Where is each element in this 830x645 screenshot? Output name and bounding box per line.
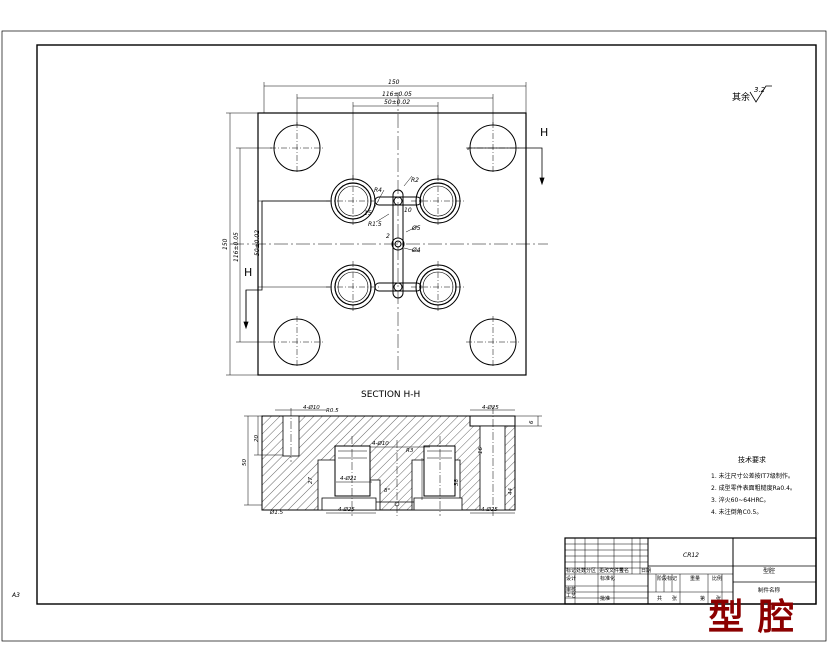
roughness-symbol: 其余 3.2 bbox=[732, 85, 772, 103]
svg-text:设计: 设计 bbox=[566, 575, 576, 582]
svg-text:R3: R3 bbox=[406, 448, 414, 454]
svg-text:重量: 重量 bbox=[690, 575, 700, 582]
svg-text:4. 未注倒角C0.5。: 4. 未注倒角C0.5。 bbox=[711, 508, 762, 516]
svg-text:张: 张 bbox=[672, 595, 677, 602]
svg-text:16: 16 bbox=[478, 447, 484, 454]
svg-text:8°: 8° bbox=[384, 488, 390, 494]
svg-text:4-Ø25: 4-Ø25 bbox=[481, 506, 498, 513]
svg-text:分区: 分区 bbox=[586, 567, 596, 574]
svg-text:型腔: 型腔 bbox=[763, 567, 775, 575]
title-block-text: 标记 处数 分区 更改文件号 签名 日期 设计 标准化 审核 工艺 批准 阶段标… bbox=[566, 552, 781, 602]
svg-text:审核: 审核 bbox=[566, 586, 576, 593]
svg-text:H: H bbox=[540, 126, 548, 139]
svg-text:27: 27 bbox=[308, 477, 314, 484]
tech-requirements: 技术要求 1. 未注尺寸公差按IT7级制作。 2. 成型零件表面粗糙度Ra0.4… bbox=[711, 455, 796, 516]
sheet-corner-label: A3 bbox=[12, 592, 20, 599]
section-title: SECTION H-H bbox=[361, 390, 420, 400]
svg-text:10: 10 bbox=[404, 207, 412, 214]
svg-text:Ø1.5: Ø1.5 bbox=[269, 509, 284, 516]
svg-text:标准化: 标准化 bbox=[600, 575, 615, 582]
svg-text:Ø5: Ø5 bbox=[411, 225, 421, 232]
svg-text:R0.5: R0.5 bbox=[326, 408, 339, 414]
svg-text:4-Ø10: 4-Ø10 bbox=[372, 440, 389, 447]
svg-text:15: 15 bbox=[364, 210, 372, 217]
svg-text:其余: 其余 bbox=[732, 91, 750, 103]
svg-text:150: 150 bbox=[222, 238, 229, 250]
svg-text:更改文件号: 更改文件号 bbox=[599, 567, 624, 574]
svg-text:标记: 标记 bbox=[566, 567, 576, 574]
svg-text:3. 淬火60~64HRC。: 3. 淬火60~64HRC。 bbox=[711, 496, 770, 504]
svg-text:3.2: 3.2 bbox=[754, 86, 766, 94]
svg-text:处数: 处数 bbox=[576, 567, 586, 574]
svg-text:R2: R2 bbox=[411, 177, 419, 184]
svg-text:50: 50 bbox=[242, 459, 248, 466]
svg-text:4-Ø10: 4-Ø10 bbox=[303, 404, 320, 411]
inner-border bbox=[36, 44, 817, 605]
svg-text:工艺: 工艺 bbox=[566, 593, 576, 599]
svg-text:第: 第 bbox=[700, 595, 705, 602]
svg-text:2. 成型零件表面粗糙度Ra0.4。: 2. 成型零件表面粗糙度Ra0.4。 bbox=[711, 484, 796, 492]
svg-text:44: 44 bbox=[508, 488, 514, 495]
horizontal-dimensions bbox=[263, 82, 527, 180]
svg-text:比例: 比例 bbox=[712, 575, 722, 582]
svg-text:116±0.05: 116±0.05 bbox=[233, 232, 240, 262]
svg-text:50±0.02: 50±0.02 bbox=[384, 99, 410, 106]
runner-system bbox=[374, 189, 422, 299]
svg-text:H: H bbox=[244, 266, 252, 279]
svg-text:日期: 日期 bbox=[641, 568, 651, 574]
svg-text:50±0.02: 50±0.02 bbox=[254, 230, 261, 256]
svg-text:1. 未注尺寸公差按IT7级制作。: 1. 未注尺寸公差按IT7级制作。 bbox=[711, 472, 794, 480]
outer-border bbox=[1, 30, 827, 642]
title-block bbox=[564, 537, 817, 605]
svg-text:20: 20 bbox=[254, 435, 260, 442]
svg-text:R1.5: R1.5 bbox=[368, 221, 382, 228]
svg-text:阶段标记: 阶段标记 bbox=[657, 575, 677, 582]
svg-text:CR12: CR12 bbox=[683, 552, 699, 559]
plan-view: R4 R2 15 10 R1.5 2 Ø5 Ø4 150 116±0.05 50… bbox=[222, 79, 548, 376]
svg-text:R4: R4 bbox=[374, 187, 382, 194]
section-cut-line bbox=[243, 147, 545, 330]
svg-text:150: 150 bbox=[388, 79, 400, 86]
svg-text:2: 2 bbox=[386, 233, 390, 240]
svg-text:4-Ø25: 4-Ø25 bbox=[482, 404, 499, 411]
svg-text:签名: 签名 bbox=[619, 567, 629, 574]
svg-text:张: 张 bbox=[716, 595, 721, 602]
svg-text:6: 6 bbox=[529, 420, 535, 424]
svg-text:制件名称: 制件名称 bbox=[758, 586, 781, 594]
svg-text:批准: 批准 bbox=[600, 595, 610, 602]
svg-text:4-Ø25: 4-Ø25 bbox=[338, 506, 355, 513]
svg-text:38: 38 bbox=[454, 479, 460, 486]
svg-text:Ø4: Ø4 bbox=[411, 247, 421, 254]
section-view: 4-Ø10 20 50 4-Ø25 6 4-Ø10 4-Ø21 4-Ø25 4-… bbox=[242, 404, 542, 516]
svg-text:技术要求: 技术要求 bbox=[738, 455, 766, 464]
svg-text:共: 共 bbox=[657, 595, 662, 602]
watermark: 型腔 bbox=[708, 596, 809, 638]
svg-text:4-Ø21: 4-Ø21 bbox=[340, 475, 357, 482]
svg-text:116±0.05: 116±0.05 bbox=[382, 91, 412, 98]
